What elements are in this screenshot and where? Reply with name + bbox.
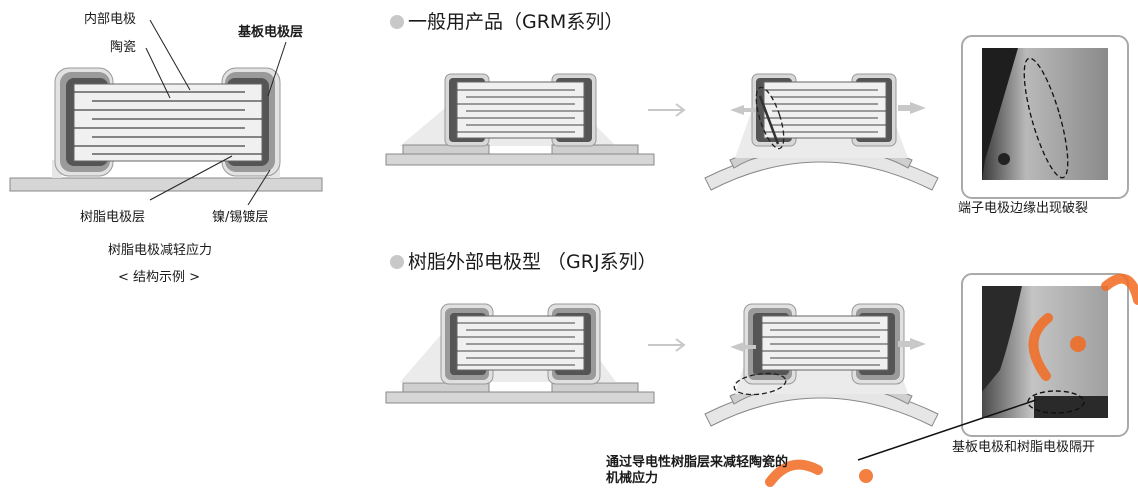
pcb-board [9, 177, 323, 192]
separation-highlight [733, 372, 787, 396]
note-line-2: 机械应力 [606, 471, 659, 486]
label-resin-electrode: 树脂电极层 [80, 210, 146, 225]
label-ceramic: 陶瓷 [110, 40, 137, 55]
stress-arrow-left-icon [730, 105, 756, 115]
caption-structure-example: < 结构示例 > [118, 270, 201, 285]
grj-chip-bent [704, 303, 939, 427]
internal-electrodes [74, 91, 262, 155]
arrow-right-icon-2 [648, 338, 686, 352]
leader-lines [145, 19, 287, 206]
crack-line [758, 95, 780, 145]
photo-caption-grj: 基板电极和树脂电极隔开 [952, 440, 1096, 455]
grm-chip-initial [385, 73, 655, 166]
label-plating: 镍/锡镀层 [212, 210, 269, 225]
section-title-grj-text: 树脂外部电极型 （GRJ系列） [408, 251, 657, 273]
grm-board-flat [385, 153, 655, 166]
watermark-logo [765, 273, 1138, 487]
label-base-electrode: 基板电极层 [238, 25, 304, 40]
grj-board-flat [385, 391, 655, 404]
note-line-1: 通过导电性树脂层来减轻陶瓷的 [606, 455, 789, 470]
stress-arrow-right-icon [898, 102, 926, 114]
grj-separation-photo [961, 273, 1129, 437]
ceramic-body [73, 83, 263, 162]
caption-stress-relief: 树脂电极减轻应力 [108, 243, 213, 258]
photo-caption-grm: 端子电极边缘出现破裂 [958, 201, 1089, 216]
grm-crack-photo [961, 35, 1129, 199]
crack-highlight [755, 86, 785, 150]
bullet-dot-icon [390, 15, 404, 29]
stress-arrow-right-icon-2 [898, 338, 926, 350]
grj-chip-initial [385, 303, 655, 404]
note-leader-line [857, 399, 1037, 461]
arrow-right-icon [648, 103, 686, 117]
grm-chip-bent [704, 73, 939, 191]
section-title-grj: 树脂外部电极型 （GRJ系列） [390, 250, 657, 274]
label-internal-electrode: 内部电极 [84, 12, 137, 27]
bullet-dot-icon-2 [390, 255, 404, 269]
section-title-grm-text: 一般用产品（GRM系列） [408, 11, 624, 33]
stress-arrow-left-icon-2 [730, 342, 756, 352]
section-title-grm: 一般用产品（GRM系列） [390, 10, 623, 34]
structure-diagram [9, 19, 323, 206]
